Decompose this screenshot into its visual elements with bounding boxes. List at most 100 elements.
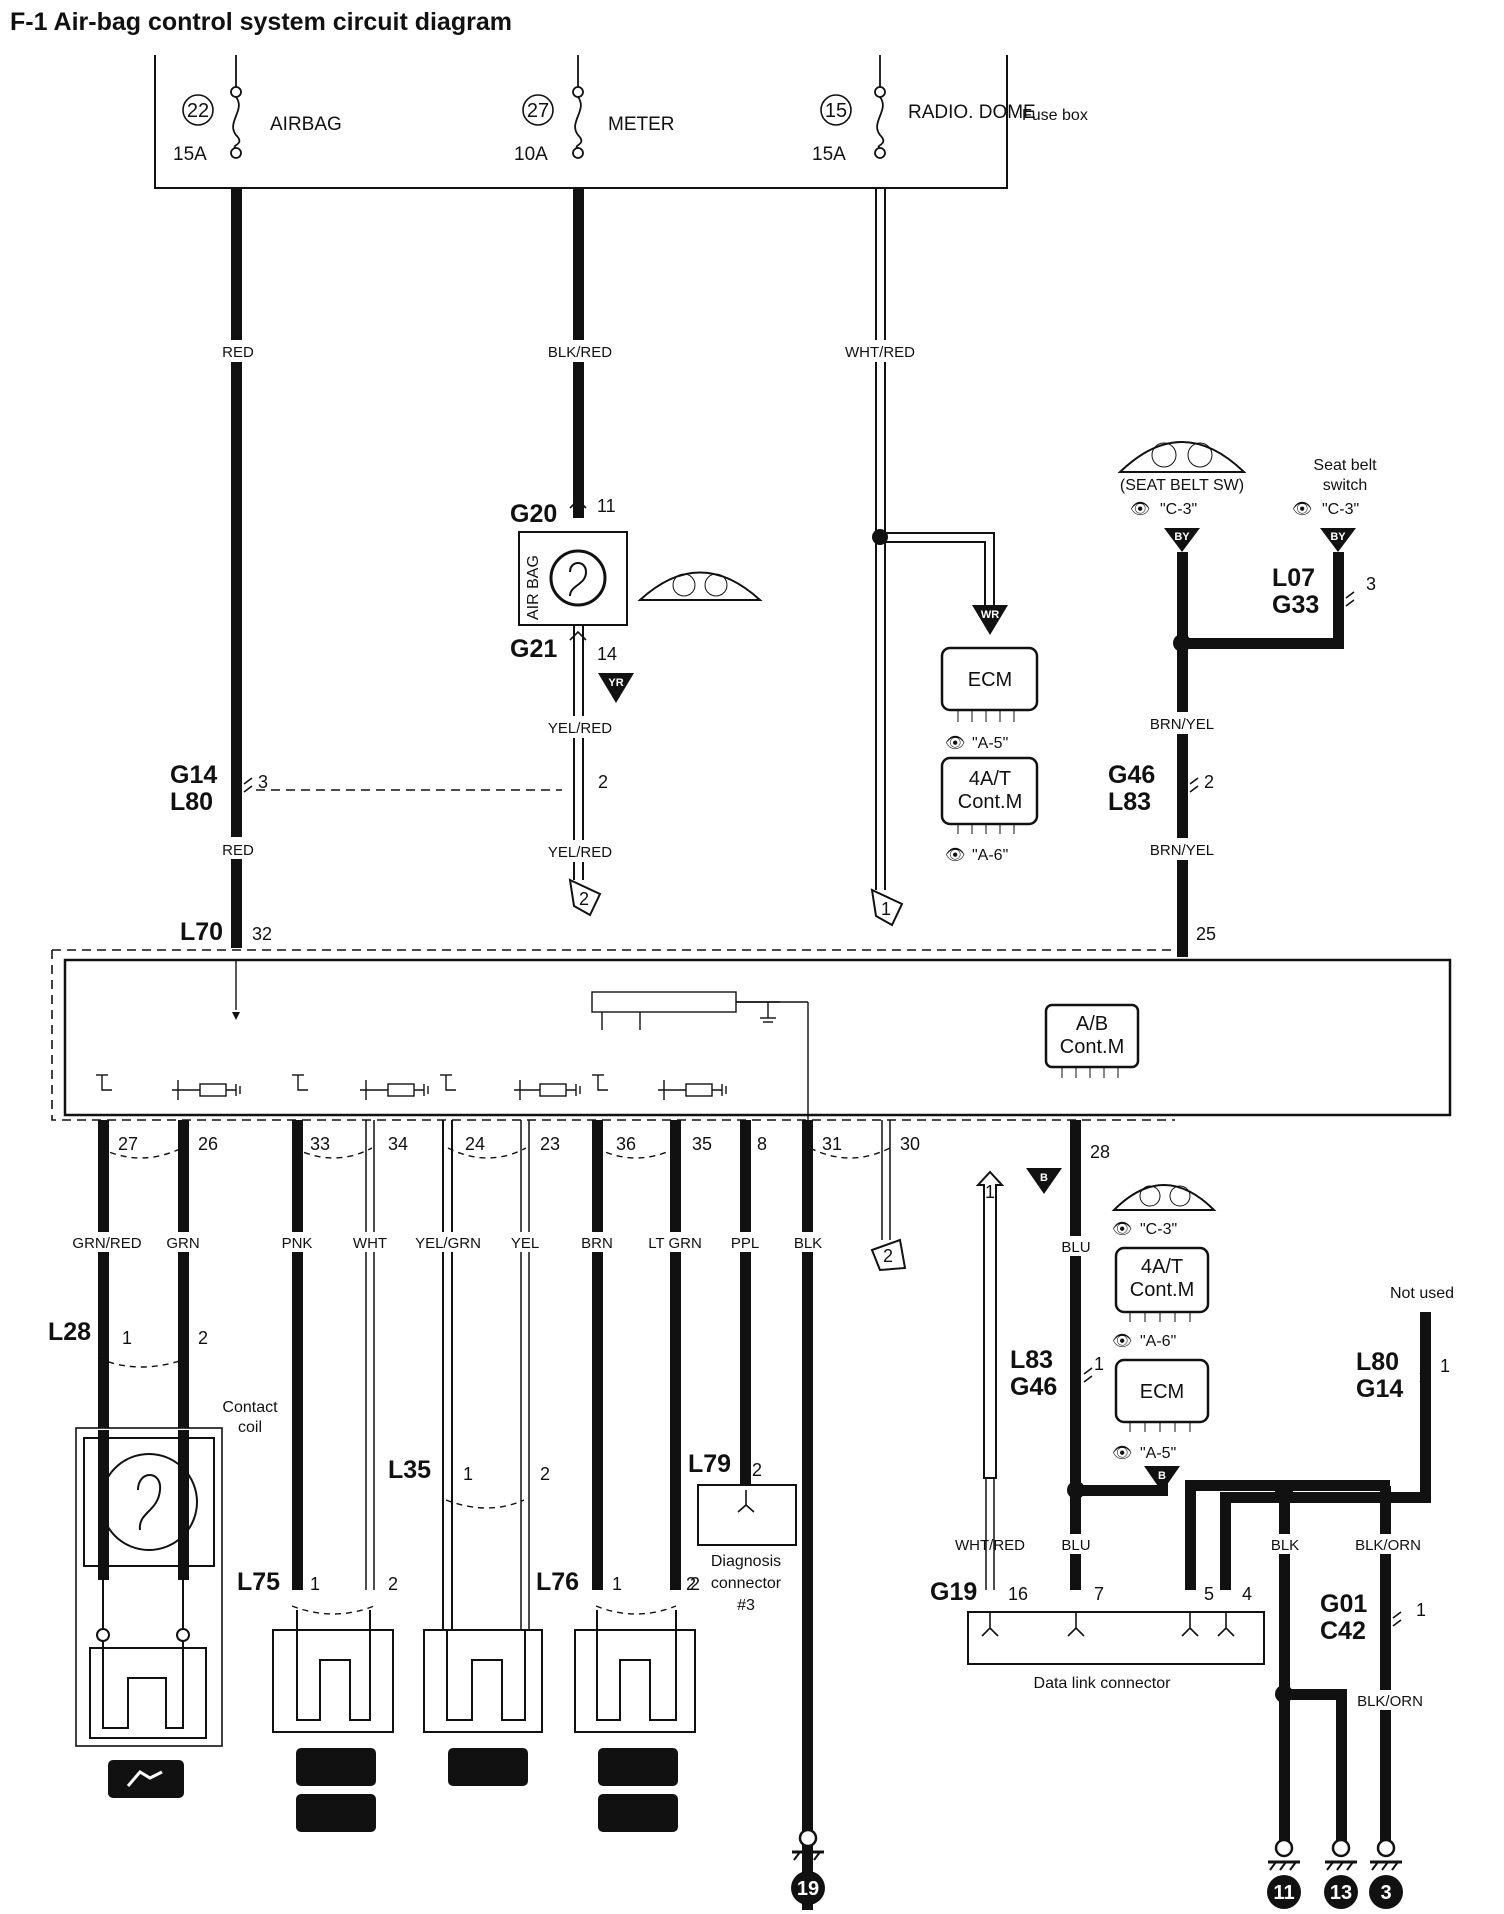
svg-text:AIRBAG: AIRBAG <box>270 114 342 135</box>
marker-b-2 <box>1144 1466 1180 1492</box>
svg-text:34: 34 <box>388 1134 408 1154</box>
svg-text:"A-5": "A-5" <box>1140 1445 1176 1462</box>
connector-l28: L28 1 2 <box>48 1318 208 1368</box>
svg-text:30: 30 <box>900 1134 920 1154</box>
svg-text:1: 1 <box>881 899 891 919</box>
svg-text:5: 5 <box>1204 1584 1214 1604</box>
svg-text:4: 4 <box>1242 1584 1252 1604</box>
svg-text:"A-6": "A-6" <box>972 847 1008 864</box>
svg-text:Diagnosis: Diagnosis <box>711 1553 781 1570</box>
svg-text:BY: BY <box>1174 531 1190 543</box>
svg-text:switch: switch <box>1323 477 1367 494</box>
svg-text:G01: G01 <box>1320 1590 1367 1618</box>
svg-text:G14: G14 <box>1356 1375 1403 1403</box>
svg-text:Cont.M: Cont.M <box>1060 1036 1124 1058</box>
svg-text:G19: G19 <box>930 1578 977 1606</box>
svg-text:1: 1 <box>1416 1600 1426 1620</box>
svg-text:L76: L76 <box>536 1568 579 1596</box>
svg-text:L70: L70 <box>180 918 223 946</box>
svg-text:28: 28 <box>1090 1142 1110 1162</box>
svg-text:15A: 15A <box>812 144 846 165</box>
svg-text:1: 1 <box>1440 1356 1450 1376</box>
svg-text:L80: L80 <box>170 788 213 816</box>
svg-text:BRN: BRN <box>581 1235 613 1252</box>
svg-text:connector: connector <box>711 1575 782 1592</box>
page-title: F-1 Air-bag control system circuit diagr… <box>10 8 512 36</box>
wire-yel-red <box>573 625 584 880</box>
wire-blk-orn <box>1380 1486 1391 1842</box>
svg-text:25: 25 <box>1196 924 1216 944</box>
connector-l35: L35 1 2 <box>388 1456 550 1786</box>
svg-text:19: 19 <box>797 1878 819 1900</box>
svg-text:BLK: BLK <box>1271 1537 1299 1554</box>
svg-text:"A-6": "A-6" <box>1140 1333 1176 1350</box>
svg-text:BLU: BLU <box>1061 1239 1090 1256</box>
svg-text:BLK/RED: BLK/RED <box>548 344 612 361</box>
wire-blk-right <box>1279 1492 1290 1842</box>
svg-text:1: 1 <box>612 1574 622 1594</box>
svg-text:3: 3 <box>258 772 268 792</box>
svg-text:4A/T: 4A/T <box>1141 1256 1183 1278</box>
wire-pnk <box>292 1120 303 1590</box>
ground-13: 13 <box>1324 1838 1358 1909</box>
svg-text:Data link connector: Data link connector <box>1034 1675 1172 1692</box>
svg-text:(SEAT BELT SW): (SEAT BELT SW) <box>1120 477 1244 494</box>
svg-text:23: 23 <box>540 1134 560 1154</box>
svg-text:LT GRN: LT GRN <box>648 1235 702 1252</box>
ground-11: 11 <box>1267 1838 1301 1909</box>
svg-text:2: 2 <box>198 1328 208 1348</box>
svg-text:15A: 15A <box>173 144 207 165</box>
fuse-box: Fuse box 22 15A AIRBAG 27 10A METER <box>154 55 1088 189</box>
svg-text:G33: G33 <box>1272 591 1319 619</box>
svg-text:G14: G14 <box>170 761 217 789</box>
svg-text:ECM: ECM <box>968 669 1012 691</box>
svg-text:GRN: GRN <box>166 1235 199 1252</box>
wire-yel <box>520 1120 530 1630</box>
svg-text:G46: G46 <box>1010 1373 1057 1401</box>
airbag-icon-driver <box>108 1760 184 1798</box>
marker-yr <box>598 673 634 703</box>
svg-text:B: B <box>1040 1172 1048 1184</box>
svg-text:PPL: PPL <box>731 1235 759 1252</box>
svg-text:27: 27 <box>527 100 549 122</box>
svg-text:31: 31 <box>822 1134 842 1154</box>
svg-text:4A/T: 4A/T <box>969 768 1011 790</box>
svg-text:BLU: BLU <box>1061 1537 1090 1554</box>
svg-text:PNK: PNK <box>282 1235 313 1252</box>
svg-text:BY: BY <box>1330 531 1346 543</box>
svg-text:YEL/GRN: YEL/GRN <box>415 1235 481 1252</box>
diagnosis-connector: L79 2 Diagnosis connector #3 2 <box>688 1450 797 1614</box>
svg-text:2: 2 <box>690 1574 700 1594</box>
svg-text:24: 24 <box>465 1134 485 1154</box>
contact-coil: Contact coil <box>75 1399 278 1747</box>
wire-yel-grn <box>442 1120 453 1630</box>
fuse-22: 22 15A AIRBAG <box>173 55 342 165</box>
airbag-control-module: L70 32 25 A/B Cont.M <box>51 918 1452 1121</box>
airbag-warning-lamp: AIR BAG G20 11 G21 14 <box>510 496 628 664</box>
svg-text:11: 11 <box>597 496 616 516</box>
seat-belt-switch: Seat belt switch 👁 "C-3" <box>1292 457 1377 518</box>
data-link-connector: G19 16 7 5 4 Data link connector <box>930 1578 1265 1692</box>
svg-text:15: 15 <box>825 100 847 122</box>
svg-text:13: 13 <box>1330 1882 1352 1904</box>
svg-text:BLK/ORN: BLK/ORN <box>1355 1537 1421 1554</box>
svg-text:2: 2 <box>598 772 608 792</box>
svg-text:32: 32 <box>252 924 272 944</box>
svg-text:YEL: YEL <box>511 1235 539 1252</box>
fuse-27: 27 10A METER <box>514 55 675 165</box>
seat-belt-meter-icon: (SEAT BELT SW) 👁 "C-3" <box>1117 441 1247 518</box>
svg-text:L80: L80 <box>1356 1348 1399 1376</box>
svg-text:L07: L07 <box>1272 564 1315 592</box>
svg-text:1: 1 <box>463 1464 473 1484</box>
svg-text:YR: YR <box>608 677 623 689</box>
svg-text:L83: L83 <box>1108 788 1151 816</box>
svg-text:2: 2 <box>579 889 589 909</box>
at-cont-bottom: 4A/T Cont.M 👁 "A-6" <box>1112 1246 1210 1350</box>
ground-19: 19 <box>791 1828 825 1905</box>
meter-cluster-icon-2: 👁 "C-3" <box>1111 1184 1217 1238</box>
svg-text:B: B <box>1158 1470 1166 1482</box>
svg-text:BRN/YEL: BRN/YEL <box>1150 842 1214 859</box>
svg-text:Seat belt: Seat belt <box>1313 457 1377 474</box>
